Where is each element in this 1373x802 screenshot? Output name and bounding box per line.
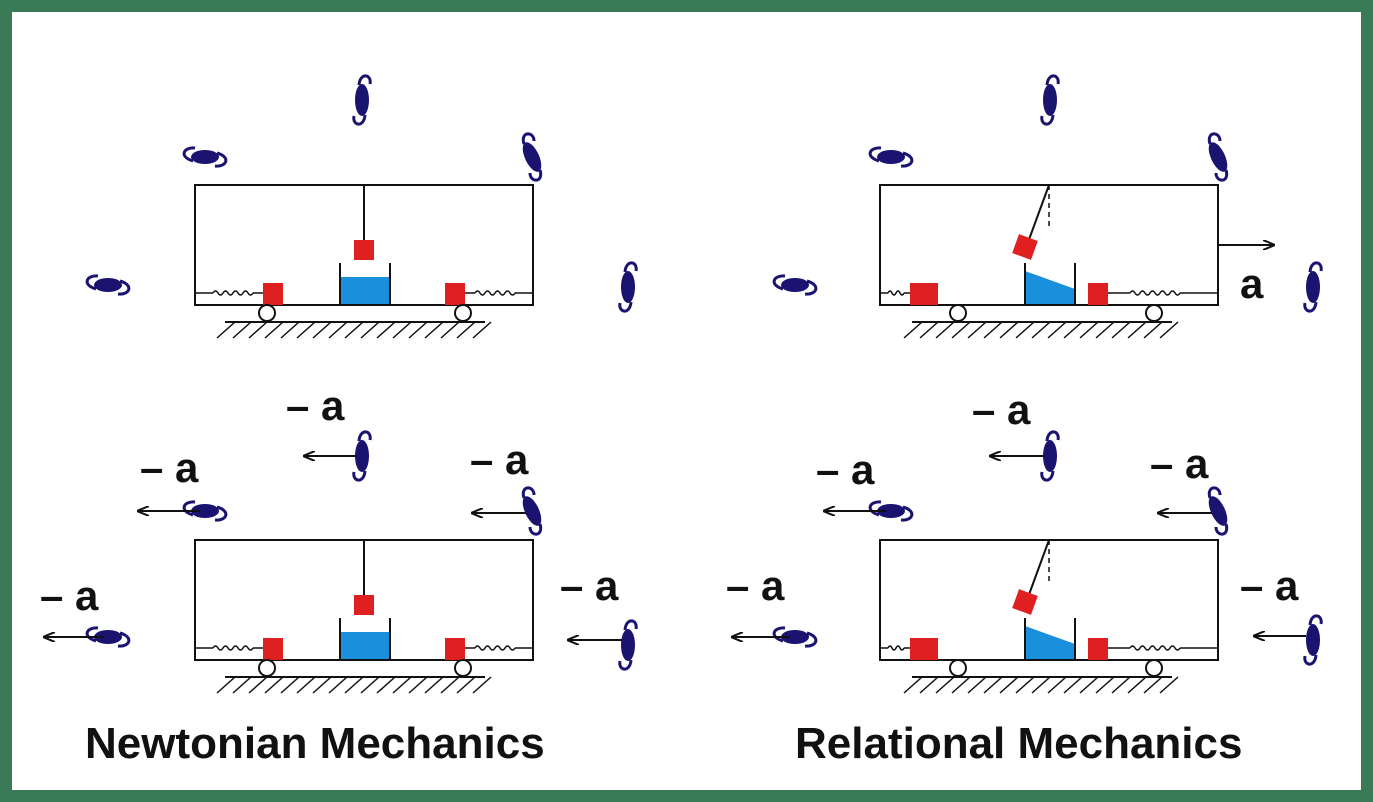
galaxy-icon xyxy=(1203,132,1233,182)
wagon-at-rest xyxy=(195,540,533,676)
wagon-at-rest xyxy=(195,185,533,321)
ground-hatch xyxy=(216,321,492,339)
galaxy-icon xyxy=(182,146,228,168)
galaxy-icon xyxy=(1303,614,1323,666)
galaxy-icon xyxy=(618,261,638,313)
ground-hatch xyxy=(903,321,1179,339)
mechanics-diagram: a – a – a – a – a – a Newtonian Mechanic… xyxy=(40,74,1323,768)
panel-newtonian-top xyxy=(85,74,638,339)
galaxy-icon xyxy=(1303,261,1323,313)
neg-acceleration-label: – a xyxy=(1150,440,1209,487)
title-newtonian: Newtonian Mechanics xyxy=(85,719,545,768)
neg-acceleration-label: – a xyxy=(470,436,529,483)
panel-relational-bottom: – a – a – a – a – a Relational Mechanics xyxy=(726,386,1323,768)
neg-acceleration-label: – a xyxy=(560,562,619,609)
galaxy-icon xyxy=(868,146,914,168)
galaxy-icon xyxy=(1203,486,1233,536)
panel-newtonian-bottom: – a – a – a – a – a Newtonian Mechanics xyxy=(40,382,638,768)
diagram-canvas: a – a – a – a – a – a Newtonian Mechanic… xyxy=(12,12,1361,790)
galaxy-icon xyxy=(1040,430,1060,482)
galaxy-icon xyxy=(618,619,638,671)
wagon-accelerating xyxy=(879,184,1219,322)
ground-hatch xyxy=(903,676,1179,694)
neg-acceleration-label: – a xyxy=(140,444,199,491)
wagon-accelerating xyxy=(879,539,1219,677)
galaxy-icon xyxy=(772,274,818,296)
galaxy-icon xyxy=(352,430,372,482)
galaxy-icon xyxy=(352,74,372,126)
neg-acceleration-label: – a xyxy=(816,446,875,493)
ground-hatch xyxy=(216,676,492,694)
galaxy-icon xyxy=(517,486,547,536)
neg-acceleration-label: – a xyxy=(40,572,99,619)
galaxy-icon xyxy=(1040,74,1060,126)
title-relational: Relational Mechanics xyxy=(795,719,1242,768)
acceleration-label: a xyxy=(1240,260,1264,307)
panel-relational-top: a xyxy=(772,74,1323,339)
neg-acceleration-label: – a xyxy=(726,562,785,609)
neg-acceleration-label: – a xyxy=(1240,562,1299,609)
neg-acceleration-label: – a xyxy=(286,382,345,429)
galaxy-icon xyxy=(517,132,547,182)
neg-acceleration-label: – a xyxy=(972,386,1031,433)
galaxy-icon xyxy=(85,274,131,296)
